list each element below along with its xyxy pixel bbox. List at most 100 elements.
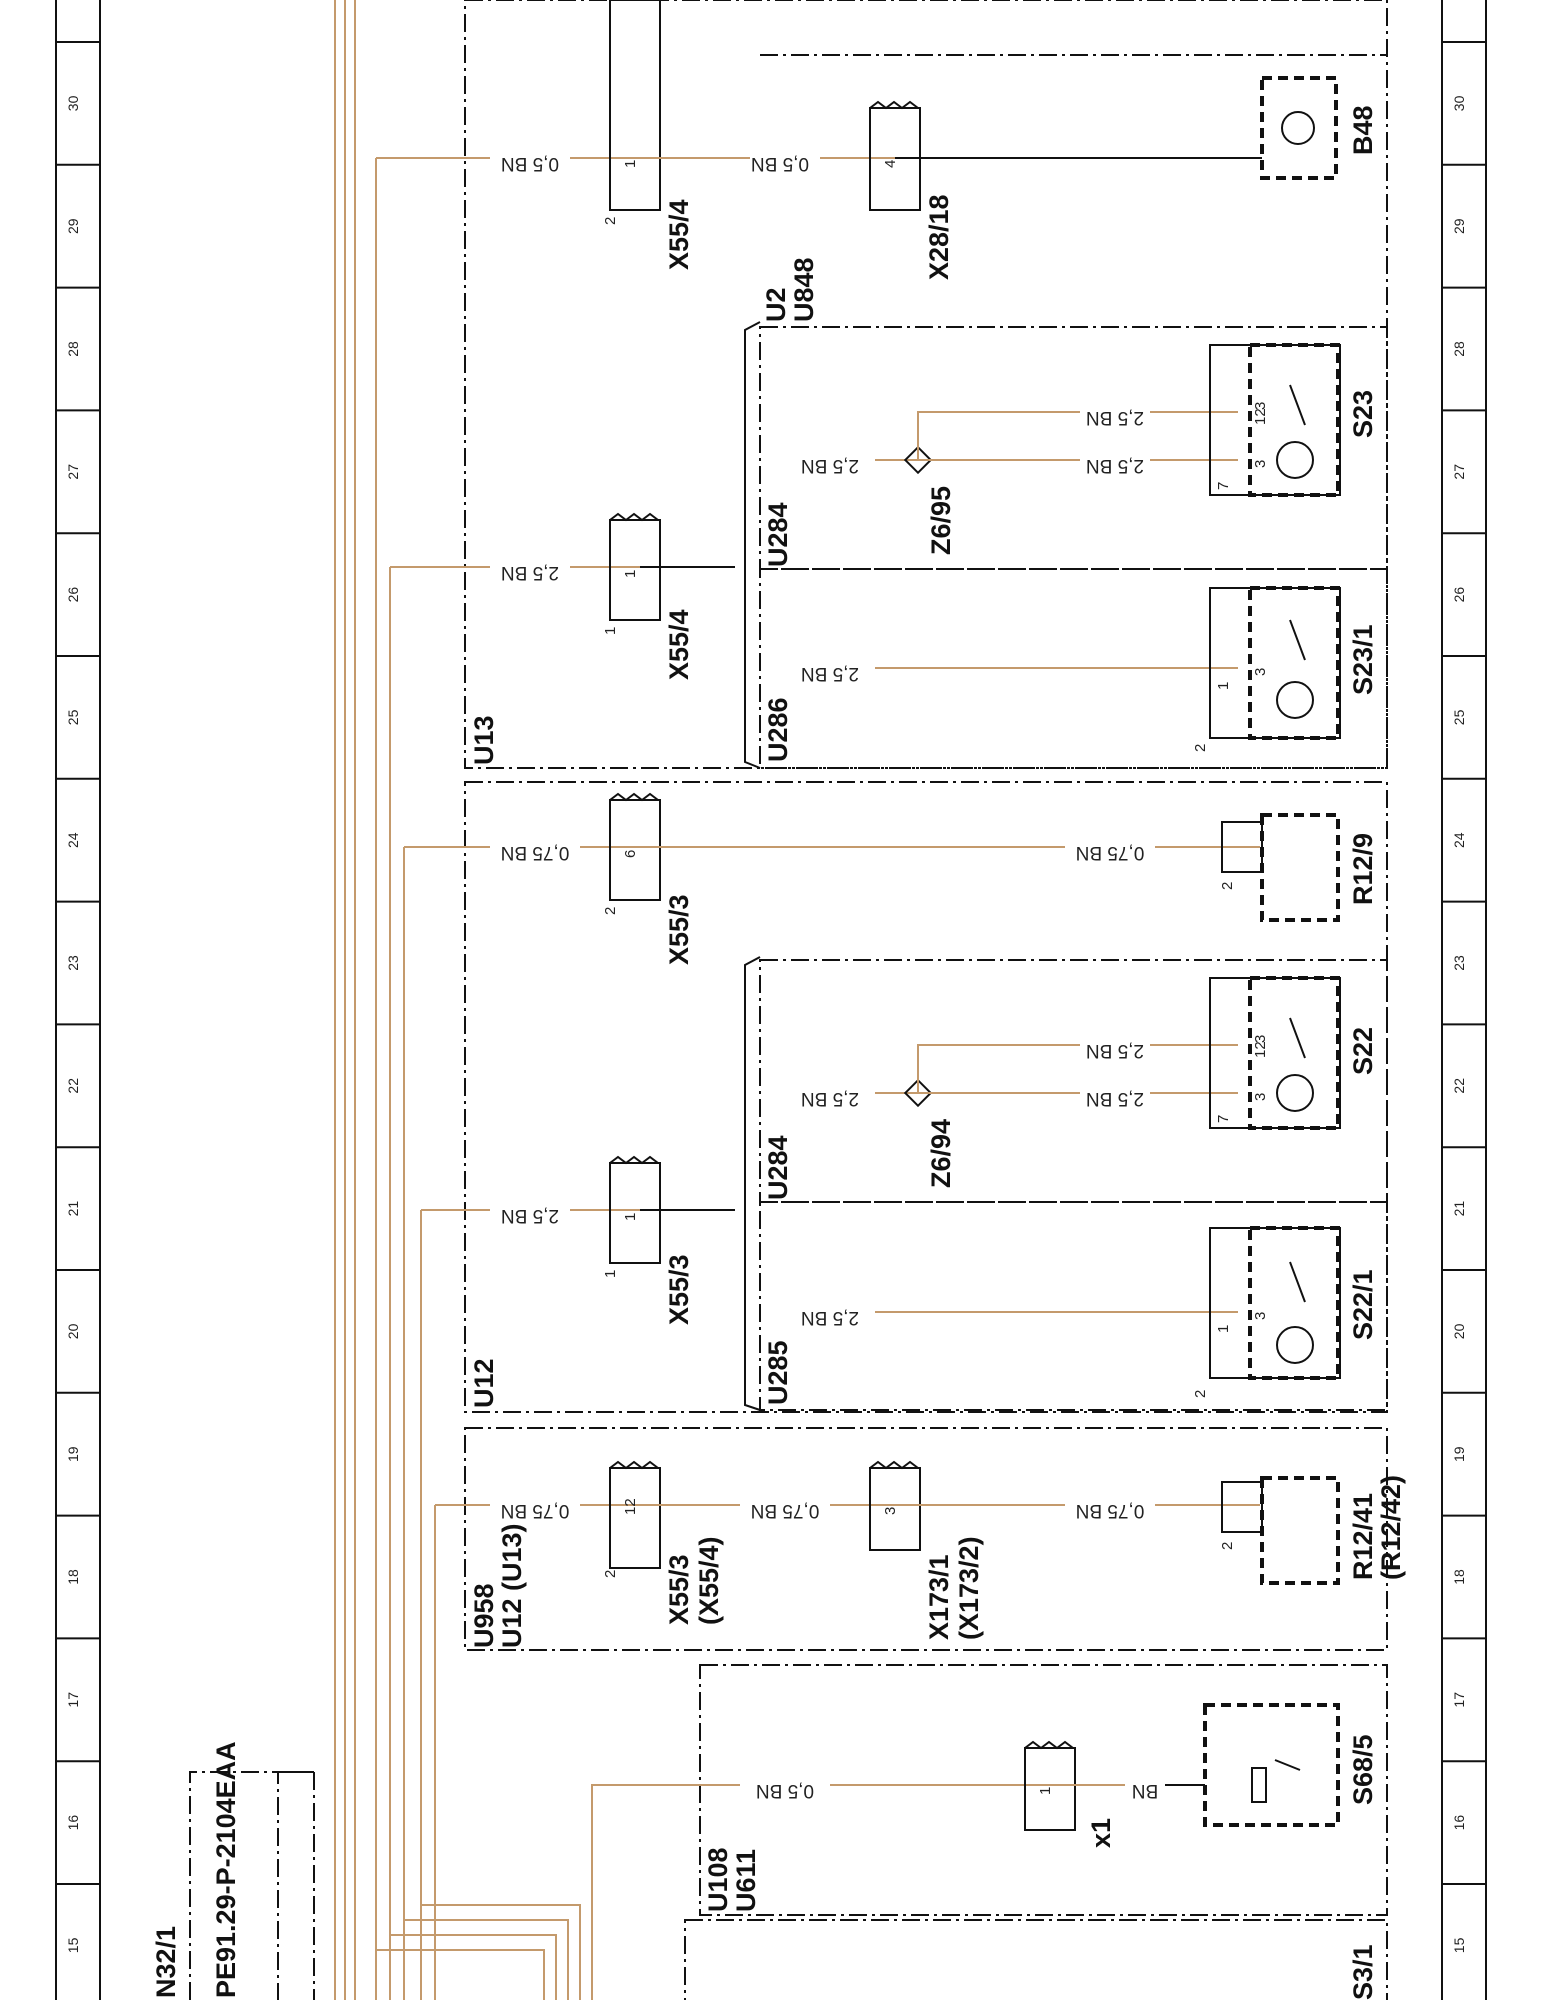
component-s23: S23 [1348,390,1378,438]
ruler-number: 19 [65,1446,81,1462]
bus-wires [334,0,593,2000]
ruler-number: 28 [1451,341,1467,357]
row-s22-1: 2,5 BN 1 3 2 S22/1 [801,1226,1378,1398]
ruler-number: 16 [65,1815,81,1831]
group-u12-u13-text: U12 (U13) [497,1523,527,1648]
pin-number: 1 [622,1213,639,1221]
group-u284: U284 [763,502,793,567]
splice-z6-94 [903,1078,933,1108]
ruler-number: 18 [65,1569,81,1585]
wire-label: 2,5 BN [801,1088,859,1109]
group-u611: U611 [731,1849,761,1912]
ruler-number: 29 [1451,218,1467,234]
wire-label: 2,5 BN [1086,1088,1144,1109]
component-r12-41: R12/41 [1348,1493,1378,1580]
component-r12-42: (R12/42) [1376,1475,1406,1580]
pin-number: 3 [1252,1035,1269,1043]
ruler-number: 20 [65,1323,81,1339]
group-u848: U848 [789,257,819,322]
group-u284-frame [759,326,1388,570]
connector-break-mark [609,512,659,522]
group-u286-frame [759,568,1388,769]
reference-code: PE91.29-P-2104EAA [211,1741,241,1998]
ruler-number: 18 [1451,1569,1467,1585]
group-u13: U13 [469,715,499,765]
connector-x173-2: (X173/2) [954,1536,984,1640]
connector-x55-4: X55/4 [664,199,694,270]
connector-x1: x1 [1086,1818,1116,1848]
ruler-number: 23 [1451,955,1467,971]
row-x55-3-b: 2,5 BN 1 1 X55/3 [421,1162,735,1325]
ruler-number: 20 [1451,1323,1467,1339]
ruler-number: 21 [1451,1201,1467,1217]
splice-label-z6-95: Z6/95 [926,486,956,555]
component-b48: B48 [1348,105,1378,155]
connector-x55-4: X55/4 [664,609,694,680]
pin-number: 2 [1219,882,1236,890]
group-u286: U286 [763,697,793,762]
wire-label: 0,75 BN [751,1500,820,1521]
bracket [744,321,761,769]
component-n32-1: N32/1 [151,1926,181,1998]
row-b48: 0,5 BN 0,5 BN 1 2 4 X55/4 X28/18 B48 [376,0,1378,280]
pin-number: 2 [1219,1542,1236,1550]
component-s68-5: S68/5 [1348,1734,1378,1805]
ruler-number: 15 [1451,1937,1467,1953]
row-r12-9: 0,75 BN 0,75 BN 6 2 2 X55/3 R12/9 [404,799,1378,965]
wire-label: 0,5 BN [751,153,809,174]
ruler-number: 22 [1451,1078,1467,1094]
ruler-number: 17 [65,1692,81,1708]
pin-number: 12 [622,1498,639,1515]
wire-label: 0,75 BN [501,842,570,863]
group-u285: U285 [763,1340,793,1405]
connector-break-mark [609,1155,659,1165]
ruler-number: 27 [1451,464,1467,480]
pin-number: 2 [1192,1390,1209,1398]
ruler-right [1441,0,1487,2000]
pin-number: 1 [602,627,619,635]
ruler-left [55,0,101,2000]
wire-label: 0,75 BN [1076,1500,1145,1521]
connector-break-mark [609,1460,659,1470]
wire-label: 2,5 BN [501,562,559,583]
connector-x55-3: X55/3 [664,894,694,965]
pin-number: 1 [622,570,639,578]
ruler-number: 17 [1451,1692,1467,1708]
row-s23-1: 2,5 BN 1 3 2 S23/1 [801,586,1378,752]
pin-number: 4 [882,160,899,168]
wire-label: 2,5 BN [801,1307,859,1328]
connector-break-mark [869,1460,919,1470]
ruler-number: 25 [1451,709,1467,725]
pin-number: 3 [882,1507,899,1515]
row-r12-41: 0,75 BN 0,75 BN 0,75 BN 12 2 3 2 X55/3 (… [435,1467,1406,1640]
ruler-number: 30 [65,95,81,111]
ruler-number: 15 [65,1937,81,1953]
pin-number: 3 [1252,668,1269,676]
ruler-number: 24 [65,832,81,848]
group-u958: U958 [469,1583,499,1648]
ruler-number: 16 [1451,1815,1467,1831]
row-s23: 2,5 BN 2,5 BN 2,5 BN 12 3 7 3 Z6/95 S23 [801,343,1378,555]
group-u12: U12 [469,1358,499,1408]
pin-number: 2 [1192,744,1209,752]
component-bottom-partial: S3/1 [1348,1944,1378,2000]
pin-number: 1 [622,160,639,168]
wire-label: BN [1132,1780,1158,1801]
group-u108: U108 [703,1847,733,1912]
group-u284b-frame [759,959,1388,1203]
wire-label: 2,5 BN [1086,1040,1144,1061]
row-s22: 2,5 BN 2,5 BN 2,5 BN 12 3 7 3 Z6/94 S22 [801,976,1378,1188]
ruler-number: 26 [1451,587,1467,603]
connector-x55-3: X55/3 [664,1554,694,1625]
ruler-number: 21 [65,1201,81,1217]
ruler-number: 27 [65,464,81,480]
ruler-number: 28 [65,341,81,357]
pin-number: 3 [1252,1093,1269,1101]
component-s23-1: S23/1 [1348,624,1378,695]
pin-number: 3 [1252,1312,1269,1320]
connector-x55-4-alt: (X55/4) [694,1536,724,1625]
pin-number: 3 [1252,402,1269,410]
pin-number: 2 [602,1570,619,1578]
group-u285-frame [759,1201,1388,1411]
